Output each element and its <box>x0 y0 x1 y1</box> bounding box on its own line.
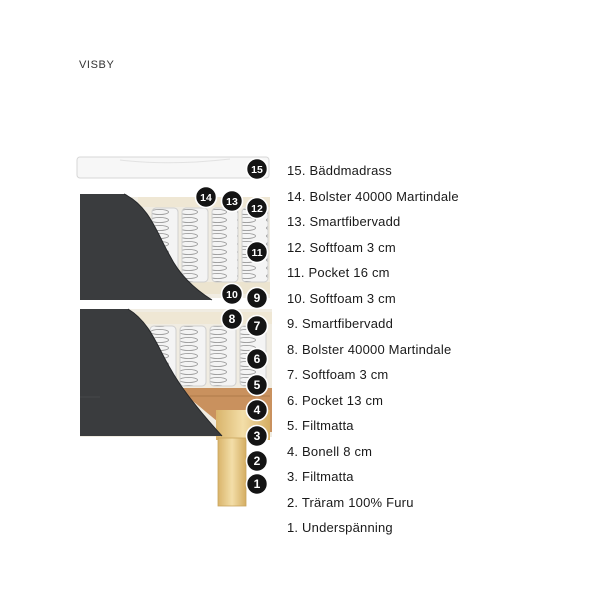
layer-badge-15: 15 <box>245 157 269 181</box>
layer-badge-number: 15 <box>251 164 263 176</box>
layer-badge-number: 8 <box>229 312 236 326</box>
layer-badge-5: 5 <box>245 373 269 397</box>
layer-badge-number: 7 <box>254 319 261 333</box>
layer-badge-9: 9 <box>245 286 269 310</box>
layer-badge-number: 9 <box>254 291 261 305</box>
legend-item-13: 13. Smartfibervadd <box>287 214 401 229</box>
legend-item-15: 15. Bäddmadrass <box>287 163 392 178</box>
layer-badge-12: 12 <box>245 196 269 220</box>
layer-badge-14: 14 <box>194 185 218 209</box>
layer-badge-7: 7 <box>245 314 269 338</box>
legend-item-5: 5. Filtmatta <box>287 418 354 433</box>
bed-leg <box>217 437 247 507</box>
layer-badge-number: 12 <box>251 203 263 215</box>
fabric-cover-lower <box>80 309 222 436</box>
legend-item-6: 6. Pocket 13 cm <box>287 392 384 408</box>
layer-legend: 15. Bäddmadrass 14. Bolster 40000 Martin… <box>287 158 459 541</box>
layer-badge-1: 1 <box>245 472 269 496</box>
layer-badge-13: 13 <box>220 189 244 213</box>
lower-box-spring <box>80 308 272 440</box>
layer-badge-number: 11 <box>251 247 262 259</box>
layer-badge-number: 4 <box>254 403 261 417</box>
legend-item-11: 11. Pocket 16 cm <box>287 265 390 280</box>
layer-badges: 15 14 13 12 11 10 9 8 7 6 5 4 3 2 1 <box>194 157 269 496</box>
layer-badge-number: 5 <box>254 378 261 392</box>
layer-15-baddmadrass <box>76 156 270 179</box>
fabric-cover-upper <box>80 194 212 300</box>
legend-item-14: 14. Bolster 40000 Martindale <box>287 188 459 204</box>
layer-badge-number: 1 <box>254 477 261 491</box>
layer-badge-3: 3 <box>245 424 269 448</box>
legend-item-9: 9. Smartfibervadd <box>287 316 394 331</box>
legend-item-10: 10. Softfoam 3 cm <box>287 290 396 306</box>
product-title: VISBY <box>79 59 115 71</box>
layer-badge-number: 2 <box>254 454 261 468</box>
layer-badge-number: 14 <box>200 192 212 204</box>
layer-badge-number: 6 <box>254 352 261 366</box>
legend-item-1: 1. Underspänning <box>287 520 393 535</box>
layer-badge-11: 11 <box>245 240 269 264</box>
layer-badge-number: 13 <box>226 196 238 208</box>
legend-item-3: 3. Filtmatta <box>287 469 354 484</box>
legend-item-4: 4. Bonell 8 cm <box>287 443 373 459</box>
layer-badge-10: 10 <box>220 282 244 306</box>
layer-badge-4: 4 <box>245 398 269 422</box>
layer-badge-8: 8 <box>220 307 244 331</box>
layer-badge-number: 3 <box>254 429 261 443</box>
upper-mattress <box>80 193 270 301</box>
legend-item-7: 7. Softfoam 3 cm <box>287 367 389 382</box>
layer-badge-number: 10 <box>226 289 238 301</box>
legend-item-12: 12. Softfoam 3 cm <box>287 239 396 255</box>
layer-badge-6: 6 <box>245 347 269 371</box>
legend-item-8: 8. Bolster 40000 Martindale <box>287 341 452 357</box>
legend-item-2: 2. Träram 100% Furu <box>287 494 414 510</box>
layer-badge-2: 2 <box>245 449 269 473</box>
